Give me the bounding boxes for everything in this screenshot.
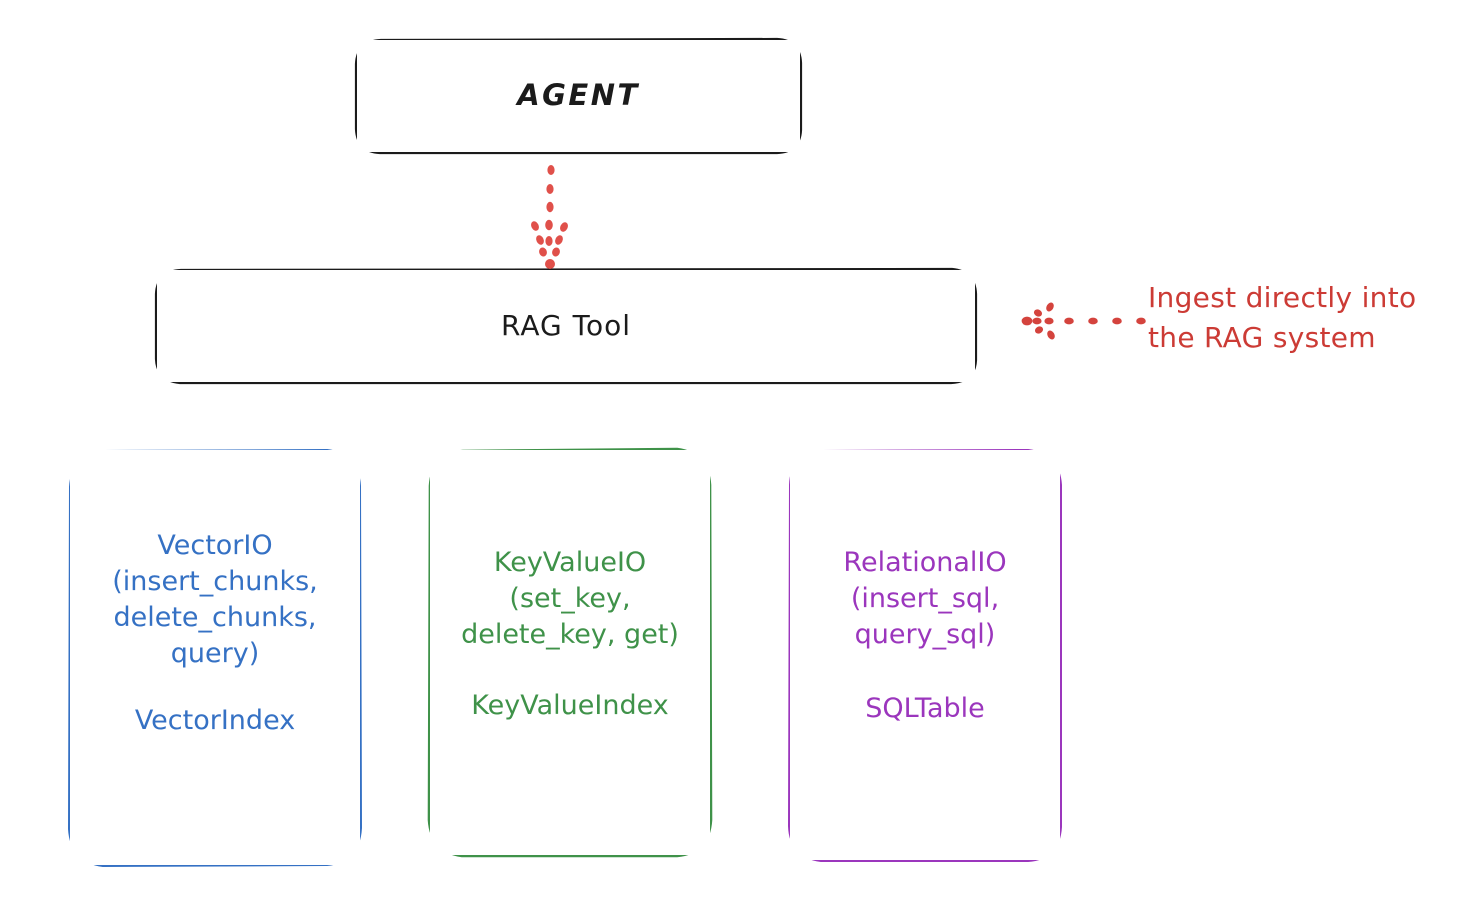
- node-agent[interactable]: AGENT: [357, 40, 800, 152]
- node-agent-label: AGENT: [517, 78, 640, 113]
- node-rag-tool-label: RAG Tool: [501, 309, 631, 343]
- key-value-io-entity-label: KeyValueIndex: [471, 690, 669, 721]
- relational-io-api-block: RelationalIO (insert_sql, query_sql): [790, 545, 1060, 653]
- annotation-to-rag-connector: [1021, 302, 1146, 340]
- key-value-io-api-label: KeyValueIO (set_key, delete_key, get): [461, 547, 679, 650]
- ingest-annotation-text: Ingest directly into the RAG system: [1148, 281, 1417, 354]
- vector-io-entity-label: VectorIndex: [134, 705, 296, 736]
- vector-io-api-block: VectorIO (insert_chunks, delete_chunks, …: [70, 528, 360, 672]
- node-rag-tool[interactable]: RAG Tool: [157, 270, 975, 382]
- key-value-io-entity-block: KeyValueIndex: [430, 690, 710, 721]
- relational-io-entity-label: SQLTable: [865, 693, 985, 724]
- vector-io-api-label: VectorIO (insert_chunks, delete_chunks, …: [112, 530, 318, 669]
- node-key-value-io[interactable]: KeyValueIO (set_key, delete_key, get) Ke…: [430, 450, 710, 855]
- key-value-io-api-block: KeyValueIO (set_key, delete_key, get): [430, 545, 710, 653]
- relational-io-api-label: RelationalIO (insert_sql, query_sql): [843, 547, 1007, 650]
- node-vector-io[interactable]: VectorIO (insert_chunks, delete_chunks, …: [70, 450, 360, 865]
- relational-io-entity-block: SQLTable: [790, 693, 1060, 724]
- vector-io-entity-block: VectorIndex: [70, 705, 360, 736]
- agent-to-rag-connector: [531, 165, 568, 269]
- node-relational-io[interactable]: RelationalIO (insert_sql, query_sql) SQL…: [790, 450, 1060, 860]
